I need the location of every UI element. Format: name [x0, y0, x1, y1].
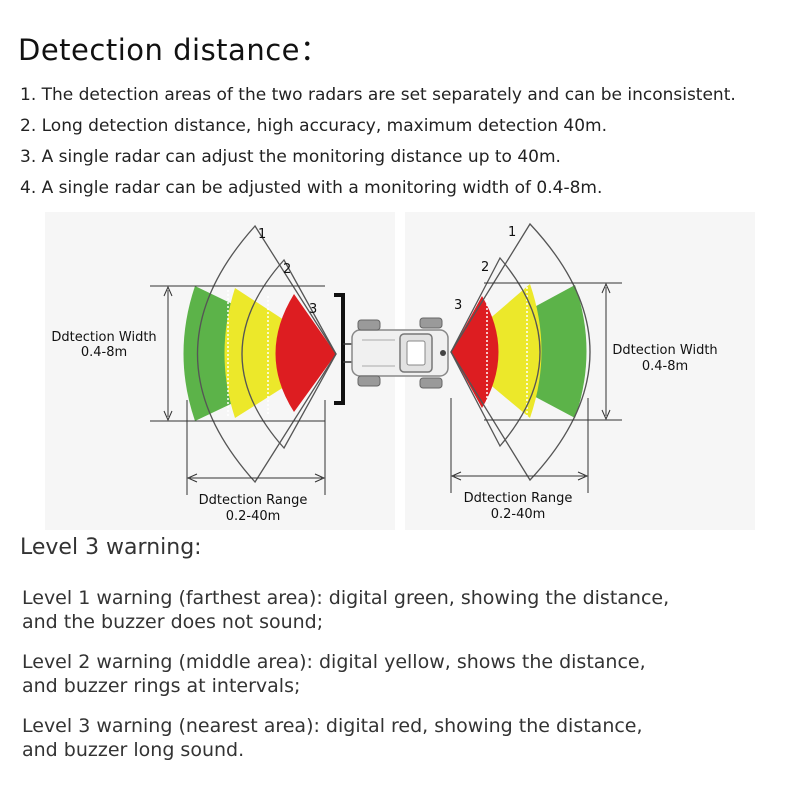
right-range-label: Ddtection Range: [464, 491, 573, 506]
warning-level-2: Level 2 warning (middle area): digital y…: [22, 650, 782, 698]
warning-level-2-line-2: and buzzer rings at intervals;: [22, 675, 301, 697]
right-range-dimension: [450, 398, 589, 493]
left-range-value: 0.2-40m: [226, 509, 281, 524]
warning-level-2-line-1: Level 2 warning (middle area): digital y…: [22, 651, 646, 673]
left-width-label: Ddtection Width: [51, 330, 156, 345]
right-zone-number-3: 3: [454, 298, 462, 313]
right-width-value: 0.4-8m: [642, 359, 688, 374]
left-width-dimension: [150, 285, 325, 422]
right-arc-zone-2: [450, 256, 541, 448]
warning-levels-title: Level 3 warning:: [20, 535, 202, 560]
warning-level-1: Level 1 warning (farthest area): digital…: [22, 586, 782, 634]
warning-level-3-line-2: and buzzer long sound.: [22, 739, 245, 761]
page-title: Detection distance：: [18, 33, 330, 67]
right-arc-zone-1: [450, 222, 591, 482]
radar-detection-diagram: 1 2 3 Ddtection Width 0.4-8m Ddtection R…: [45, 212, 755, 530]
left-width-value: 0.4-8m: [81, 345, 127, 360]
radar-bracket: [334, 293, 345, 405]
feature-list: 1. The detection areas of the two radars…: [20, 80, 736, 204]
left-zone-number-2: 2: [283, 262, 291, 277]
vehicle-icon: [351, 317, 449, 389]
right-zone-number-1: 1: [508, 225, 516, 240]
right-width-dimension: [484, 282, 622, 421]
left-zone-red: [275, 294, 336, 412]
right-range-value: 0.2-40m: [491, 507, 546, 522]
feature-point-1: 1. The detection areas of the two radars…: [20, 85, 736, 105]
warning-level-3-line-1: Level 3 warning (nearest area): digital …: [22, 715, 643, 737]
left-arc-zone-1: [196, 224, 337, 484]
warning-levels: Level 1 warning (farthest area): digital…: [22, 586, 782, 778]
warning-level-3: Level 3 warning (nearest area): digital …: [22, 714, 782, 762]
left-zone-number-3: 3: [309, 302, 317, 317]
left-arc-zone-2: [241, 258, 337, 450]
warning-level-1-line-1: Level 1 warning (farthest area): digital…: [22, 587, 670, 609]
left-radar-zones: 1 2 3: [183, 224, 337, 484]
right-zone-number-2: 2: [481, 260, 489, 275]
feature-point-2: 2. Long detection distance, high accurac…: [20, 116, 608, 136]
left-range-dimension: [186, 400, 326, 495]
left-zone-number-1: 1: [258, 227, 266, 242]
right-radar-zones: 1 2 3: [450, 222, 591, 482]
warning-level-1-line-2: and the buzzer does not sound;: [22, 611, 324, 633]
right-width-label: Ddtection Width: [612, 343, 717, 358]
left-range-label: Ddtection Range: [199, 493, 308, 508]
feature-point-4: 4. A single radar can be adjusted with a…: [20, 178, 603, 198]
feature-point-3: 3. A single radar can adjust the monitor…: [20, 147, 561, 167]
